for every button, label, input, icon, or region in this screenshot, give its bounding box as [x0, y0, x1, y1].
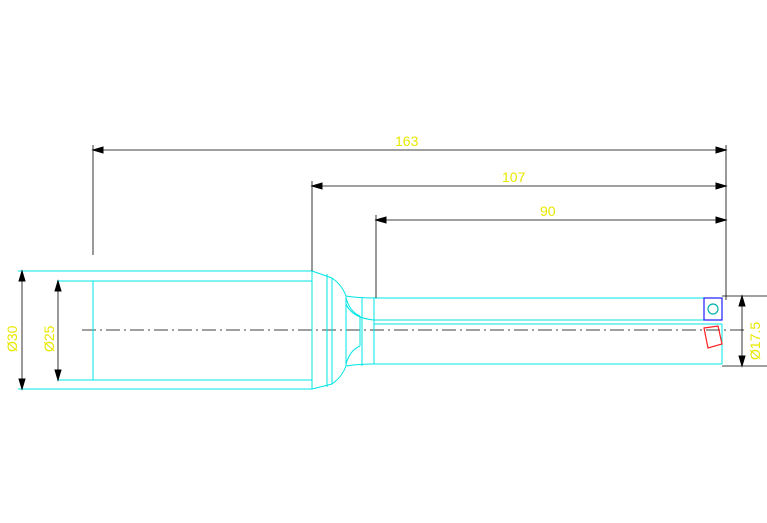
dimension-lines [18, 145, 767, 391]
dim-overall-length: 163 [395, 133, 419, 149]
tool-outline [18, 270, 723, 390]
dim-cutting-diameter: Ø17.5 [747, 322, 763, 360]
dim-shank-diameter: Ø30 [4, 325, 20, 352]
cutting-insert-bottom [703, 325, 723, 349]
dim-flute-length: 107 [502, 169, 526, 185]
dim-shank-inner-diameter: Ø25 [41, 325, 57, 352]
dim-body-length: 90 [540, 203, 556, 219]
insert-screw-icon [707, 303, 719, 315]
cutting-insert-top [703, 297, 723, 321]
